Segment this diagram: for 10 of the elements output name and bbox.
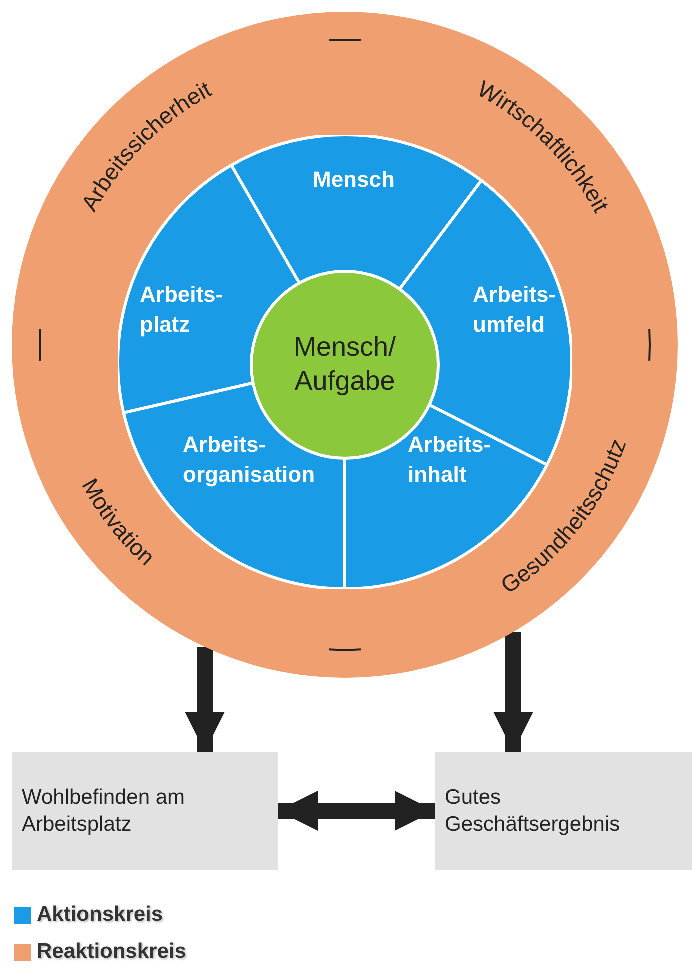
arrow — [185, 647, 225, 752]
segment-label: Arbeits- umfeld — [473, 281, 556, 339]
arrow — [494, 632, 534, 752]
legend-label: Reaktionskreis — [37, 940, 186, 964]
result-box: Wohlbefinden am Arbeitsplatz — [12, 752, 278, 870]
segment-label: Mensch — [313, 166, 395, 194]
result-box: Gutes Geschäftsergebnis — [435, 752, 692, 870]
legend-label: Aktionskreis — [37, 903, 164, 927]
arrow — [278, 791, 435, 831]
segment-label: Arbeits- platz — [140, 281, 224, 339]
